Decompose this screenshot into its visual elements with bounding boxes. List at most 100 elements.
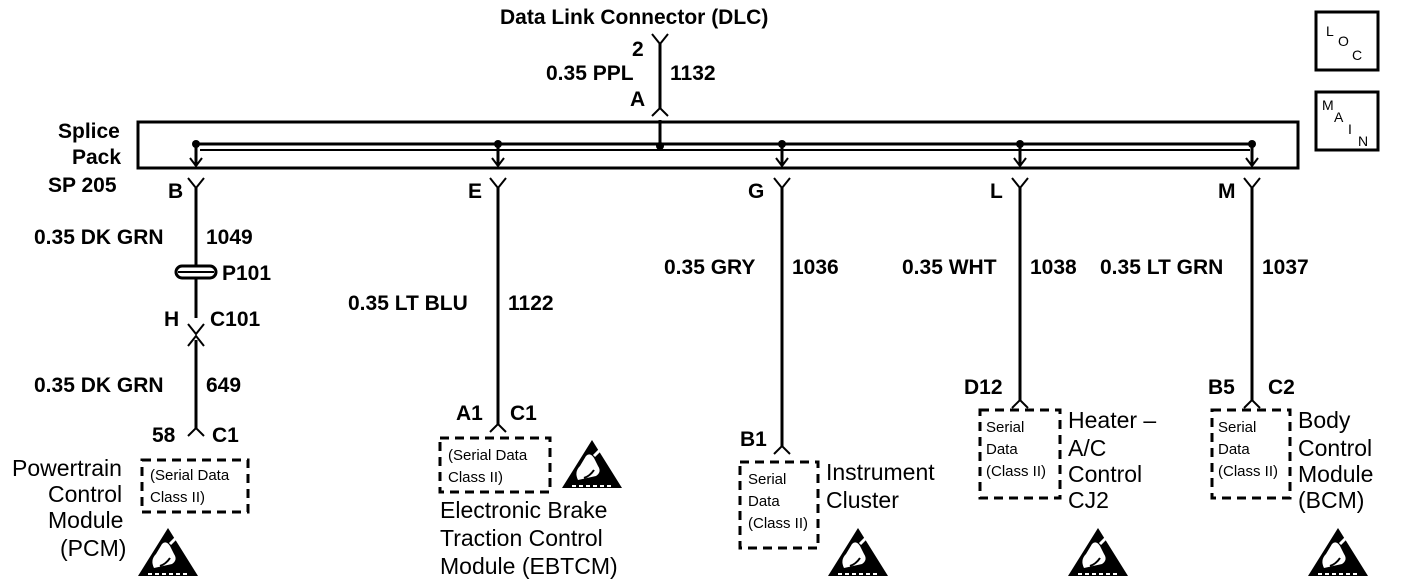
- dlc-arrow: [651, 106, 669, 117]
- dlc-circuit: 1132: [670, 62, 716, 85]
- pcm-serial-1: (Serial Data: [150, 467, 230, 484]
- ic-serial-2: Data: [748, 493, 780, 510]
- pcm-term-pin: 58: [152, 424, 176, 447]
- pcm-conn: C101: [210, 308, 261, 331]
- hvac-name-4: CJ2: [1068, 487, 1109, 513]
- pcm-term-conn: C1: [212, 424, 239, 447]
- hvac-splice-connector: [1011, 177, 1029, 190]
- bcm-serial-2: Data: [1218, 441, 1250, 458]
- splice-branches: [194, 144, 1254, 166]
- bcm-circuit: 1037: [1262, 256, 1309, 279]
- ic-splice-connector: [773, 177, 791, 190]
- splice-label-1: Splice: [58, 120, 120, 143]
- pcm-conn-pin: H: [164, 308, 179, 331]
- ebtcm-circuit: 1122: [508, 292, 554, 315]
- ic-term-pin: B1: [740, 428, 767, 451]
- pcm-splice-pin: B: [168, 180, 183, 203]
- pcm-splice-p101-label: P101: [222, 262, 271, 285]
- splice-label-2: Pack: [72, 146, 121, 169]
- ebtcm-terminal: [489, 422, 507, 433]
- ic-name-2: Cluster: [826, 487, 899, 513]
- ic-wire-label: 0.35 GRY: [664, 256, 755, 279]
- hvac-splice-pin: L: [990, 180, 1003, 203]
- hvac-serial-box: [978, 408, 1062, 500]
- main-letter-a: A: [1334, 109, 1344, 125]
- pcm-serial-box: [140, 458, 250, 514]
- pcm-circuit1: 1049: [206, 226, 253, 249]
- dlc-connector-symbol: [651, 33, 669, 46]
- ebtcm-name-1: Electronic Brake: [440, 497, 607, 523]
- pcm-name-1: Powertrain: [12, 455, 122, 481]
- ebtcm-wire-label: 0.35 LT BLU: [348, 292, 468, 315]
- pcm-wire2-label: 0.35 DK GRN: [34, 374, 164, 397]
- ebtcm-serial-box: [438, 436, 552, 494]
- ebtcm-serial-1: (Serial Data: [448, 447, 528, 464]
- bcm-wire-label: 0.35 LT GRN: [1100, 256, 1223, 279]
- loc-letter-o: O: [1338, 33, 1349, 49]
- hvac-esd-icon: [1066, 526, 1130, 578]
- hvac-terminal: [1011, 398, 1029, 409]
- ic-terminal: [773, 444, 791, 455]
- ic-serial-1: Serial: [748, 471, 786, 488]
- pcm-wire1-label: 0.35 DK GRN: [34, 226, 164, 249]
- hvac-wire-label: 0.35 WHT: [902, 256, 997, 279]
- ebtcm-name-3: Module (EBTCM): [440, 553, 618, 579]
- main-letter-i: I: [1348, 121, 1352, 137]
- dlc-pin-bottom: A: [630, 88, 645, 111]
- hvac-serial-1: Serial: [986, 419, 1024, 436]
- hvac-circuit: 1038: [1030, 256, 1077, 279]
- splice-arrows: [189, 157, 1259, 168]
- hvac-name-2: A/C: [1068, 435, 1106, 461]
- pcm-name-4: (PCM): [60, 535, 126, 561]
- main-letter-n: N: [1358, 133, 1368, 149]
- ic-circuit: 1036: [792, 256, 839, 279]
- splice-pack-box: [136, 120, 1300, 170]
- ic-serial-box: [738, 460, 820, 550]
- bcm-name-2: Control: [1298, 435, 1372, 461]
- pcm-circuit2: 649: [206, 374, 241, 397]
- hvac-serial-3: (Class II): [986, 463, 1046, 480]
- hvac-name-3: Control: [1068, 461, 1142, 487]
- ic-splice-pin: G: [748, 180, 764, 203]
- bcm-serial-1: Serial: [1218, 419, 1256, 436]
- hvac-serial-2: Data: [986, 441, 1018, 458]
- ebtcm-esd-icon: [560, 438, 624, 490]
- pcm-name-2: Control: [48, 481, 122, 507]
- dlc-wire-gauge-color: 0.35 PPL: [546, 62, 634, 85]
- bcm-esd-icon: [1306, 526, 1370, 578]
- loc-letter-l: L: [1326, 23, 1334, 39]
- pcm-inline-connector: [187, 323, 205, 347]
- ic-serial-3: (Class II): [748, 515, 808, 532]
- main-letter-m: M: [1322, 97, 1334, 113]
- splice-label-3: SP 205: [48, 174, 117, 197]
- bcm-name-4: (BCM): [1298, 487, 1364, 513]
- bcm-name-3: Module: [1298, 461, 1373, 487]
- splice-dots: [192, 140, 1256, 148]
- ebtcm-name-2: Traction Control: [440, 525, 603, 551]
- ebtcm-splice-connector: [489, 177, 507, 190]
- bcm-serial-3: (Class II): [1218, 463, 1278, 480]
- main-box: [1314, 90, 1380, 152]
- splice-dot-dlc: [656, 142, 664, 150]
- pcm-esd-icon: [136, 526, 200, 578]
- ebtcm-serial-2: Class II): [448, 469, 503, 486]
- bcm-name-1: Body: [1298, 407, 1351, 433]
- ebtcm-splice-pin: E: [468, 180, 482, 203]
- dlc-title: Data Link Connector (DLC): [500, 6, 768, 29]
- loc-letter-c: C: [1352, 47, 1362, 63]
- bcm-splice-pin: M: [1218, 180, 1236, 203]
- pcm-splice-connector: [187, 177, 205, 190]
- bcm-splice-connector: [1243, 177, 1261, 190]
- pcm-name-3: Module: [48, 507, 123, 533]
- pcm-terminal: [187, 426, 205, 437]
- bcm-term-conn: C2: [1268, 376, 1295, 399]
- ic-esd-icon: [826, 526, 890, 578]
- hvac-name-1: Heater –: [1068, 407, 1156, 433]
- loc-box: [1314, 10, 1380, 72]
- dlc-pin-top: 2: [632, 38, 644, 61]
- bcm-serial-box: [1210, 408, 1292, 500]
- ebtcm-term-pin: A1: [456, 402, 483, 425]
- bcm-term-pin: B5: [1208, 376, 1235, 399]
- bcm-terminal: [1243, 398, 1261, 409]
